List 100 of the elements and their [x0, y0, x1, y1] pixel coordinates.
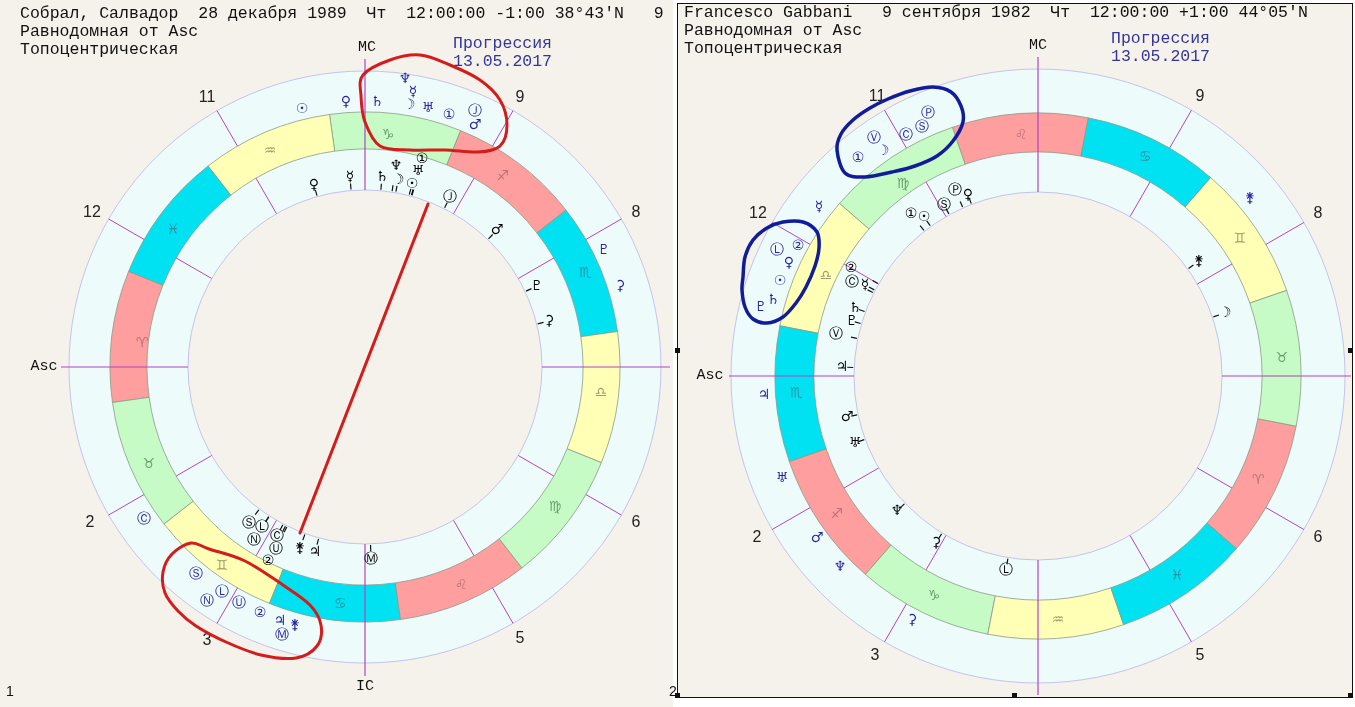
natal-planet-glyph: ① — [904, 206, 918, 222]
natal-planet-glyph: ☽ — [1218, 305, 1232, 321]
progression-date: Прогрессия 13.05.2017 — [453, 35, 554, 71]
natal-planet-glyph: ♆ — [389, 158, 403, 174]
progressed-planet-glyph: ☉ — [773, 273, 787, 289]
progressed-planet-glyph: Ⓛ — [215, 584, 229, 600]
progressed-planet-glyph: ② — [791, 238, 805, 254]
house-number: 5 — [1195, 646, 1205, 664]
zodiac-sign-glyph: ♉ — [1275, 350, 1289, 366]
natal-planet-glyph: ♅ — [848, 435, 862, 451]
zodiac-sign-glyph: ♌ — [1014, 127, 1028, 143]
natal-planet-glyph: ⚳ — [543, 313, 555, 329]
progressed-planet-glyph: Ⓥ — [867, 130, 881, 146]
natal-planet-glyph: Ⓥ — [829, 326, 843, 342]
house-number: 12 — [749, 204, 767, 222]
progression-date: Прогрессия 13.05.2017 — [1111, 30, 1212, 66]
natal-planet-glyph: ♅ — [411, 163, 425, 179]
zodiac-sign-glyph: ♈ — [1251, 472, 1265, 488]
natal-planet-glyph: ⚳ — [930, 535, 942, 551]
progressed-planet-glyph: ☽ — [402, 97, 416, 113]
natal-planet-glyph: Ⓛ — [999, 562, 1013, 578]
house-number: 9 — [1195, 87, 1205, 105]
house-number: 11 — [198, 88, 216, 106]
progressed-planet-glyph: ☿ — [814, 199, 824, 215]
zodiac-sign-glyph: ♊ — [215, 558, 229, 574]
progressed-planet-glyph: ♅ — [775, 470, 789, 486]
zodiac-sign-glyph: ♋ — [333, 596, 347, 612]
natal-planet-glyph: ☿ — [860, 277, 870, 293]
zodiac-sign-glyph: ♎ — [819, 268, 833, 284]
house-number: 6 — [631, 513, 641, 531]
progressed-planet-glyph: ♆ — [833, 559, 847, 575]
progressed-planet-glyph: Ⓒ — [899, 127, 913, 143]
progressed-planet-glyph: ♇ — [597, 242, 611, 258]
natal-planet-glyph: ♄ — [375, 169, 389, 185]
zodiac-sign-glyph: ♓ — [1170, 568, 1184, 584]
progressed-planet-glyph: ☽ — [876, 143, 890, 159]
house-number: 8 — [631, 203, 641, 221]
progressed-planet-glyph: ♀ — [783, 255, 795, 271]
natal-planet-glyph: ♃ — [308, 544, 322, 560]
natal-planet-glyph: ⚵ — [1193, 253, 1205, 269]
zodiac-sign-glyph: ♒ — [263, 143, 277, 159]
house-number: 12 — [83, 203, 101, 221]
zodiac-sign-glyph: ♍ — [548, 499, 562, 515]
progressed-planet-glyph: Ⓝ — [200, 593, 214, 609]
house-number: 6 — [1313, 528, 1323, 546]
natal-planet-glyph: Ⓝ — [247, 532, 261, 548]
natal-planet-glyph: ☿ — [345, 169, 355, 185]
progressed-planet-glyph: ♆ — [398, 71, 412, 87]
progressed-planet-glyph: ♄ — [370, 94, 384, 110]
angle-label: MC — [1029, 37, 1047, 55]
natal-planet-glyph: ♆ — [890, 503, 904, 519]
chart-header-line: Равнодомная от Asc — [20, 22, 199, 42]
progressed-planet-glyph: Ⓙ — [468, 103, 482, 119]
house-number: 3 — [870, 646, 880, 664]
progressed-planet-glyph: Ⓤ — [232, 595, 246, 611]
natal-planet-glyph: Ⓜ — [364, 551, 378, 567]
zodiac-sign-glyph: ♐ — [496, 168, 510, 184]
natal-planet-glyph: ♂ — [490, 222, 504, 238]
natal-planet-glyph: Ⓢ — [242, 515, 256, 531]
house-number: 2 — [752, 528, 762, 546]
progressed-planet-glyph: ⚵ — [289, 617, 301, 633]
house-number: 5 — [515, 629, 525, 647]
angle-label: Asc — [696, 367, 724, 385]
natal-planet-glyph: ♇ — [845, 313, 859, 329]
progressed-planet-glyph: Ⓢ — [915, 119, 929, 135]
angle-label: MC — [358, 39, 376, 57]
natal-planet-glyph: Ⓒ — [845, 274, 859, 290]
zodiac-sign-glyph: ♏ — [789, 385, 803, 401]
natal-planet-glyph: ☉ — [405, 176, 419, 192]
natal-planet-glyph: ♂ — [840, 409, 854, 425]
natal-planet-glyph: ⚵ — [294, 540, 306, 556]
house-number: 9 — [515, 88, 525, 106]
natal-planet-glyph: ♀ — [308, 177, 320, 193]
natal-planet-glyph: ☽ — [391, 172, 405, 188]
chart-header-line: Собрал, Салвадор 28 декабря 1989 Чт 12:00:00 -1:00 38°43'N 9 — [20, 4, 664, 24]
progressed-planet-glyph: ♅ — [421, 100, 435, 116]
zodiac-sign-glyph: ♏ — [578, 265, 592, 281]
progressed-planet-glyph: ♂ — [810, 530, 824, 546]
progressed-planet-glyph: Ⓢ — [189, 566, 203, 582]
progressed-planet-glyph: Ⓜ — [275, 627, 289, 643]
natal-planet-glyph: ♀ — [962, 187, 974, 203]
progressed-planet-glyph: ② — [253, 605, 267, 621]
chart-header-line: Равнодомная от Asc — [684, 21, 863, 41]
chart-header-line: Francesco Gabbani 9 сентября 1982 Чт 12:00:00 +1:00 44°05'N — [684, 3, 1308, 23]
natal-planet-glyph: ☉ — [917, 209, 931, 225]
progressed-planet-glyph: ☉ — [295, 101, 309, 117]
natal-planet-glyph: ♃ — [835, 359, 849, 375]
progressed-planet-glyph: ♂ — [468, 117, 482, 133]
progressed-planet-glyph: ♃ — [757, 387, 771, 403]
progressed-planet-glyph: ⚳ — [906, 612, 918, 628]
progressed-planet-glyph: ① — [442, 107, 456, 123]
natal-planet-glyph: Ⓢ — [937, 197, 951, 213]
zodiac-sign-glyph: ♉ — [142, 456, 156, 472]
progressed-planet-glyph: ♇ — [754, 299, 768, 315]
progressed-planet-glyph: ① — [851, 150, 865, 166]
progressed-planet-glyph: ♄ — [766, 292, 780, 308]
angle-label: IC — [356, 678, 374, 696]
zodiac-sign-glyph: ♋ — [1138, 149, 1152, 165]
house-number: 8 — [1313, 204, 1323, 222]
natal-planet-glyph: ♇ — [530, 278, 544, 294]
